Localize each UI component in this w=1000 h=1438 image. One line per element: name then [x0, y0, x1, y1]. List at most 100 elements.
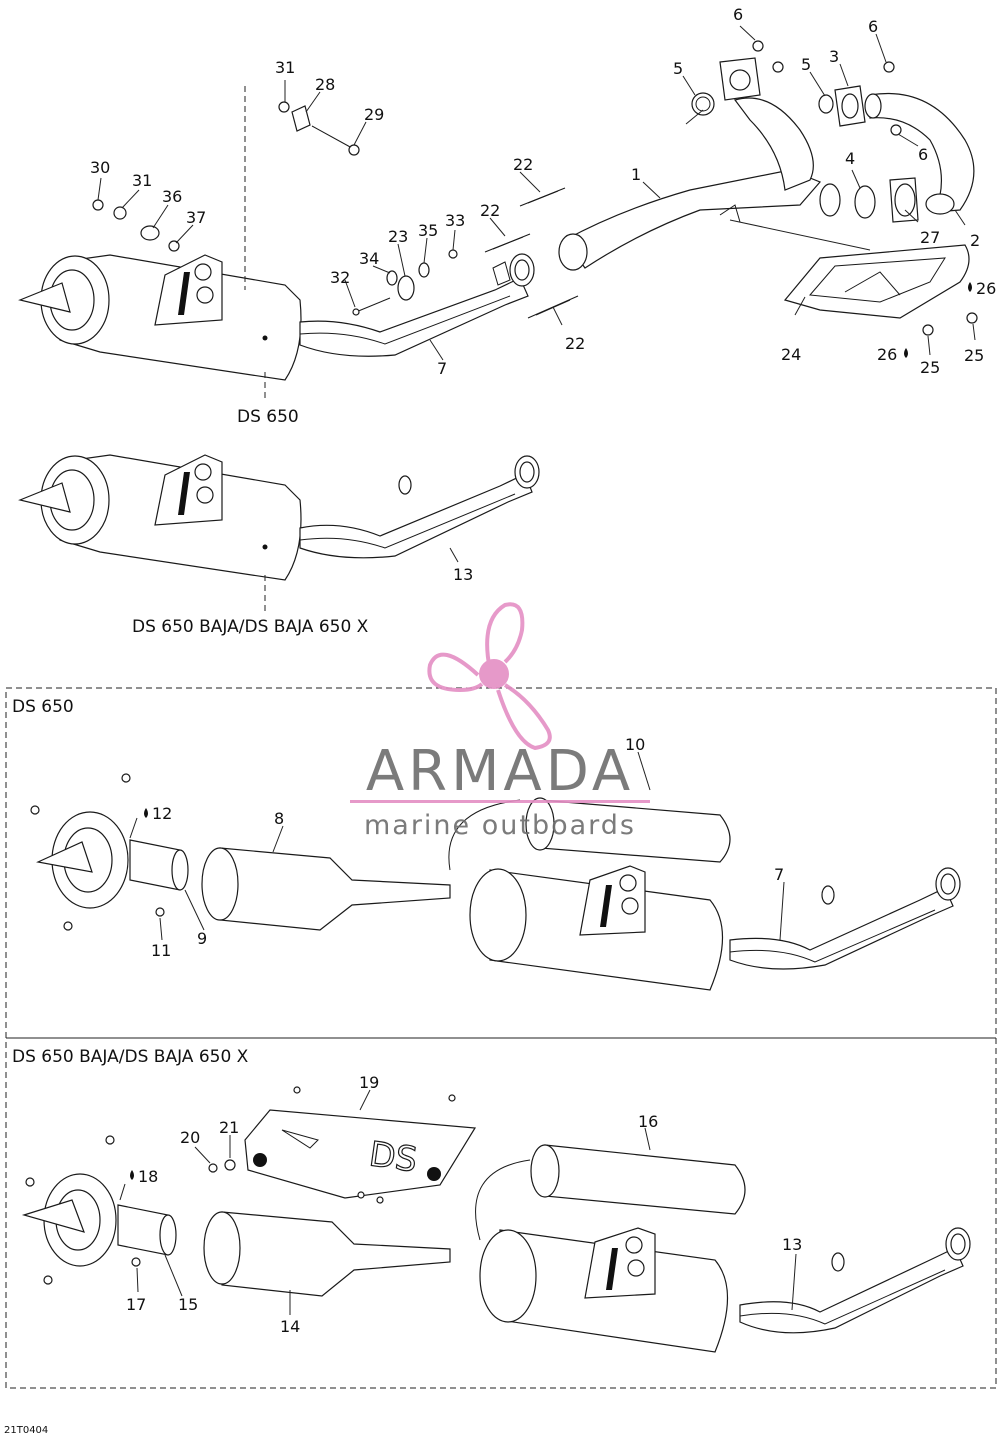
gasket-5-left[interactable]: [691, 92, 715, 116]
callout-30: 30: [90, 158, 110, 177]
washer-31[interactable]: [113, 206, 127, 220]
callout-13: 13: [782, 1235, 802, 1254]
nut-6-a[interactable]: [752, 40, 764, 52]
screw-17[interactable]: [131, 1257, 141, 1267]
nut-6-c[interactable]: [883, 61, 895, 73]
variant-label-ds650: DS 650: [237, 407, 299, 427]
callout-31: 31: [132, 171, 152, 190]
gasket-5-right[interactable]: [818, 94, 834, 114]
leader-lines-top: [97, 25, 976, 400]
clamp-27[interactable]: [889, 177, 919, 223]
nut-25-b[interactable]: [966, 312, 978, 324]
muffler-ds650[interactable]: [18, 254, 302, 381]
nut-6-d[interactable]: [890, 124, 902, 136]
watermark-tagline: marine outboards: [364, 810, 636, 841]
muffler-body-baja[interactable]: [479, 1227, 728, 1353]
exhaust-pipe-13-box[interactable]: [739, 1227, 971, 1334]
propeller-logo-icon: [427, 602, 552, 751]
callout-26-threadlocker: 26: [877, 345, 908, 364]
callout-13: 13: [453, 565, 473, 584]
svg-text:12: 12: [152, 804, 172, 823]
heat-shield-24[interactable]: [783, 244, 970, 319]
inner-tube-8[interactable]: [201, 847, 451, 931]
end-cap-ds650[interactable]: [30, 773, 131, 931]
callout-35: 35: [418, 221, 438, 240]
callout-32: 32: [330, 268, 350, 287]
washer-35[interactable]: [418, 262, 430, 278]
washer-34[interactable]: [386, 270, 398, 286]
drawing-code: 21T0404: [4, 1425, 48, 1436]
box-ds650-title: DS 650: [12, 697, 74, 717]
armada-watermark: ARMADA marine outboards: [350, 602, 650, 841]
pipe-2[interactable]: [864, 92, 975, 215]
callout-1: 1: [631, 165, 641, 184]
nut-30[interactable]: [92, 199, 104, 211]
svg-text:26: 26: [976, 279, 996, 298]
heat-guard-19[interactable]: DS: [244, 1086, 477, 1204]
callout-5: 5: [673, 59, 683, 78]
muffler-ds650-baja[interactable]: [18, 454, 302, 581]
callout-31: 31: [275, 58, 295, 77]
tube-9[interactable]: [129, 839, 189, 891]
spring-22-top[interactable]: [519, 187, 566, 207]
callout-23: 23: [388, 227, 408, 246]
inner-tube-14[interactable]: [203, 1211, 451, 1297]
callout-15: 15: [178, 1295, 198, 1314]
leader-lines-box2: [119, 1089, 797, 1315]
callout-18-threadlocker: 18: [130, 1167, 158, 1186]
gasket-4[interactable]: [854, 185, 876, 219]
callout-33: 33: [445, 211, 465, 230]
callout-34: 34: [359, 249, 379, 268]
callout-6: 6: [868, 17, 878, 36]
callout-24: 24: [781, 345, 801, 364]
bushing-21[interactable]: [224, 1159, 236, 1171]
washer-20[interactable]: [208, 1163, 218, 1173]
sleeve-37[interactable]: [168, 240, 180, 252]
watermark-brand: ARMADA: [366, 739, 634, 804]
box-baja-title: DS 650 BAJA/DS BAJA 650 X: [12, 1047, 249, 1067]
callout-25: 25: [920, 358, 940, 377]
tube-15[interactable]: [117, 1204, 177, 1256]
callout-37: 37: [186, 208, 206, 227]
muffler-body-ds650[interactable]: [469, 865, 724, 991]
callout-29: 29: [364, 105, 384, 124]
svg-text:DS: DS: [367, 1134, 420, 1180]
callout-8: 8: [274, 809, 284, 828]
screw-11[interactable]: [155, 907, 165, 917]
nut-6-b[interactable]: [772, 61, 784, 73]
washer-31-top[interactable]: [278, 101, 290, 113]
callout-7: 7: [437, 359, 447, 378]
callout-28: 28: [315, 75, 335, 94]
exhaust-pipe-7-box[interactable]: [729, 867, 961, 970]
watermark-divider: [350, 800, 650, 803]
svg-text:26: 26: [877, 345, 897, 364]
bolt-32[interactable]: [352, 297, 391, 316]
callout-14: 14: [280, 1317, 300, 1336]
callout-22: 22: [565, 334, 585, 353]
box-ds650-baja: [5, 1037, 997, 1389]
svg-text:18: 18: [138, 1167, 158, 1186]
grommet-36[interactable]: [140, 225, 160, 241]
flange-3[interactable]: [834, 85, 866, 127]
grommet-23[interactable]: [397, 275, 415, 301]
callout-7: 7: [774, 865, 784, 884]
callout-12-threadlocker: 12: [144, 804, 172, 823]
callout-17: 17: [126, 1295, 146, 1314]
exhaust-pipe-13[interactable]: [299, 455, 540, 559]
head-pipe-1[interactable]: [558, 57, 841, 271]
callout-22: 22: [513, 155, 533, 174]
sleeve-16[interactable]: [530, 1144, 746, 1215]
exhaust-pipe-7[interactable]: [299, 253, 535, 357]
bolt-29[interactable]: [311, 125, 360, 156]
spring-22-mid[interactable]: [484, 233, 531, 253]
nut-25-a[interactable]: [922, 324, 934, 336]
sleeve-10[interactable]: [525, 797, 731, 863]
callout-3: 3: [829, 47, 839, 66]
callout-9: 9: [197, 929, 207, 948]
nut-33[interactable]: [448, 249, 458, 259]
spacer-28[interactable]: [291, 105, 311, 132]
end-cap-baja[interactable]: [21, 1135, 117, 1285]
callout-6: 6: [733, 5, 743, 24]
callout-22: 22: [480, 201, 500, 220]
